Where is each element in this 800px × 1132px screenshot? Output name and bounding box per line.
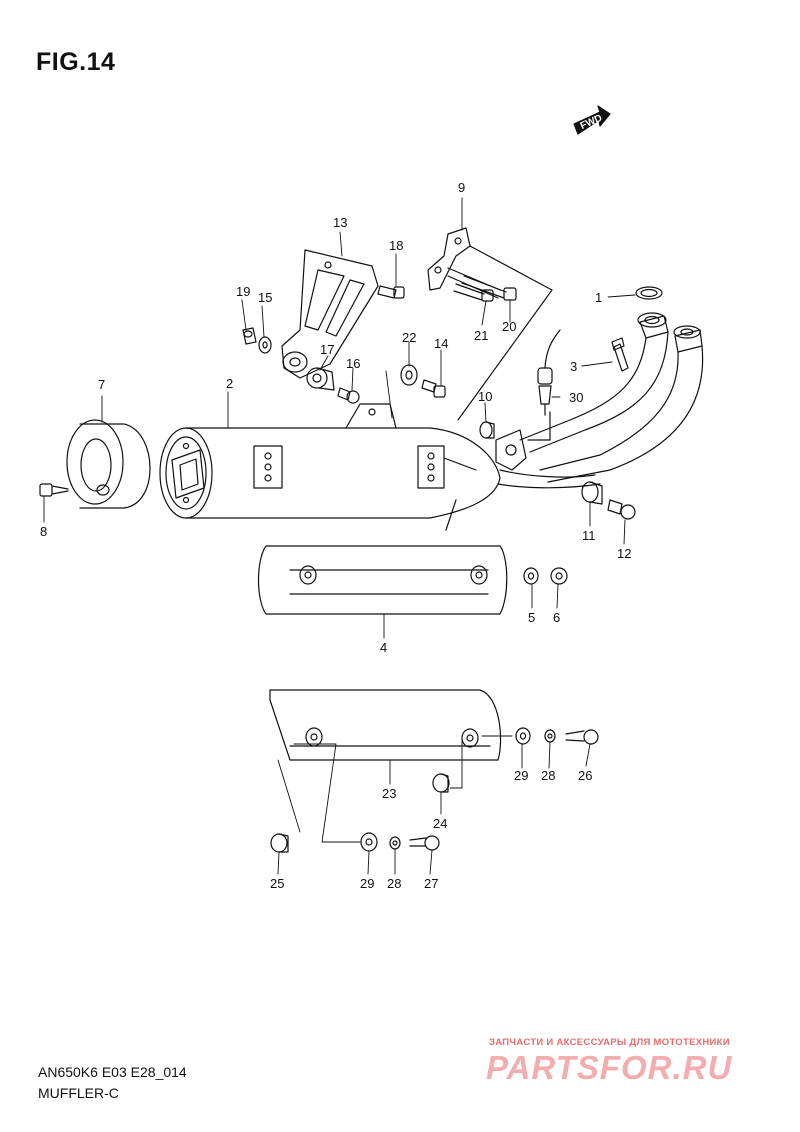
callout-4: 4 (380, 640, 387, 655)
callout-8: 8 (40, 524, 47, 539)
section-name: MUFFLER-C (38, 1085, 119, 1101)
callout-22: 22 (402, 330, 416, 345)
callout-11: 11 (582, 528, 596, 543)
callout-29-lower: 29 (360, 876, 374, 891)
washer-22 (400, 364, 418, 386)
gasket-10 (479, 421, 495, 439)
callout-15: 15 (258, 290, 272, 305)
forward-arrow-icon (573, 105, 611, 135)
model-code: AN650K6 E03 E28_014 (38, 1064, 187, 1080)
callout-14: 14 (434, 336, 448, 351)
screw-27 (409, 835, 440, 851)
stud-bolt-3 (611, 337, 629, 372)
callout-12: 12 (617, 546, 631, 561)
washer-28-upper (544, 729, 556, 743)
nut-5 (523, 567, 539, 585)
callout-28-lower: 28 (387, 876, 401, 891)
washer-28-lower (389, 836, 401, 850)
oxygen-sensor-30 (527, 329, 561, 441)
bolt-18 (377, 285, 405, 299)
muffler-protector-23 (269, 689, 502, 761)
callout-25: 25 (270, 876, 284, 891)
callout-20: 20 (502, 319, 516, 334)
callout-6: 6 (553, 610, 560, 625)
muffler-joint-clamp (495, 429, 527, 471)
bolt-21 (453, 283, 494, 302)
callout-26: 26 (578, 768, 592, 783)
callout-2: 2 (226, 376, 233, 391)
bolt-14 (421, 379, 446, 398)
callout-23: 23 (382, 786, 396, 801)
fwd-label: FWD (579, 113, 604, 132)
muffler-body-2 (159, 403, 501, 531)
screw-8 (39, 483, 69, 497)
callout-13: 13 (333, 215, 347, 230)
callout-3: 3 (570, 359, 577, 374)
nut-29-upper (515, 727, 531, 745)
washer-15 (258, 336, 272, 354)
exhaust-pipe-assembly (497, 286, 704, 489)
screw-6 (550, 567, 568, 585)
nut-19 (242, 327, 257, 345)
callout-24: 24 (433, 816, 447, 831)
grommet-25 (270, 833, 289, 853)
leader-lines (43, 197, 636, 875)
bolt-12 (607, 499, 636, 520)
callout-5: 5 (528, 610, 535, 625)
grommet-24 (432, 773, 450, 793)
muffler-bracket-13 (281, 249, 379, 379)
callout-27: 27 (424, 876, 438, 891)
callout-19: 19 (236, 284, 250, 299)
cushion-17 (306, 367, 335, 391)
callout-18: 18 (389, 238, 403, 253)
callout-16: 16 (346, 356, 360, 371)
muffler-protector-4 (257, 545, 508, 615)
callout-29-upper: 29 (514, 768, 528, 783)
nut-29-lower (360, 832, 378, 852)
bolt-16 (337, 387, 360, 404)
callout-21: 21 (474, 328, 488, 343)
callout-9: 9 (458, 180, 465, 195)
callout-17: 17 (320, 342, 334, 357)
callout-10: 10 (478, 389, 492, 404)
screw-26 (565, 729, 599, 745)
watermark-logo: PARTSFOR.RU (486, 1049, 733, 1086)
muffler-end-cover-7 (66, 419, 151, 509)
figure-title: FIG.14 (36, 48, 116, 76)
watermark-tagline: ЗАПЧАСТИ И АКСЕССУАРЫ ДЛЯ МОТОТЕХНИКИ (489, 1037, 730, 1048)
assembly-guide-lines (277, 370, 513, 843)
callout-7: 7 (98, 377, 105, 392)
callout-30: 30 (569, 390, 583, 405)
callout-1: 1 (595, 290, 602, 305)
callout-28-upper: 28 (541, 768, 555, 783)
